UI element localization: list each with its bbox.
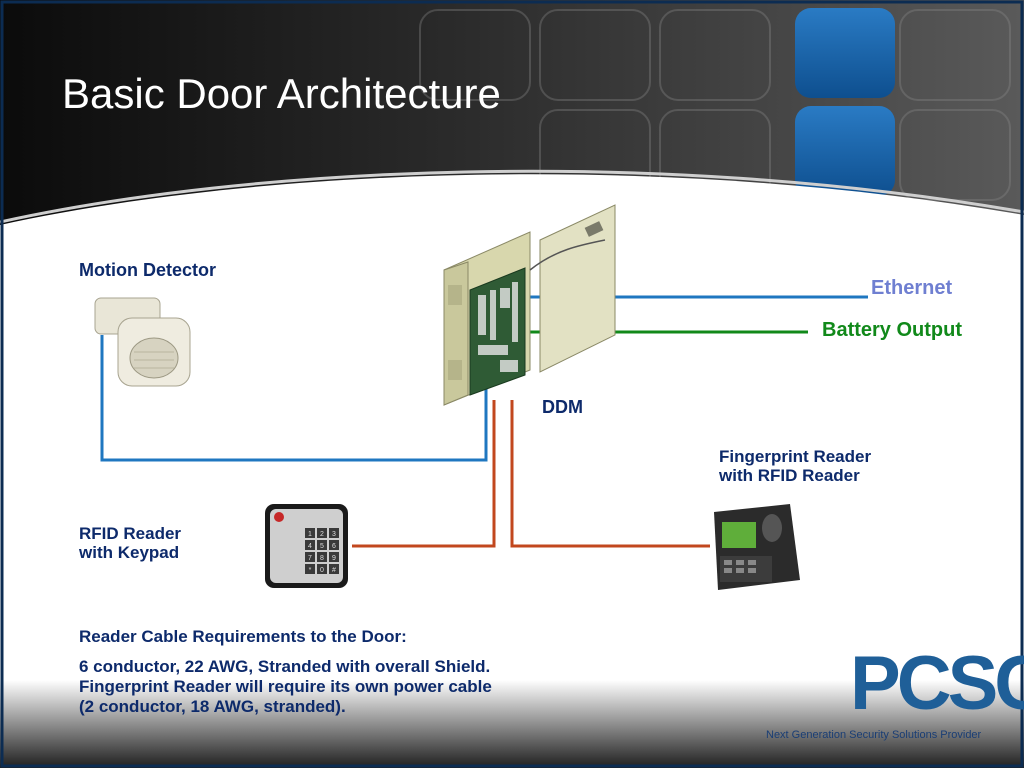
keypad-key-label: 6 (332, 543, 336, 550)
motion-detector-label: Motion Detector (79, 260, 216, 280)
keypad-key (329, 552, 339, 562)
rfid-keypad-reader: 1 2 3 4 5 6 7 8 9 * 0 # (265, 504, 348, 588)
keypad-key-label: * (309, 567, 312, 574)
keypad-key (317, 540, 327, 550)
keypad: 1 2 3 4 5 6 7 8 9 * 0 # (305, 528, 339, 574)
rfid-label-line2: with Keypad (79, 543, 180, 562)
rfid-reader-cable (352, 400, 496, 548)
keypad-key-label: 3 (332, 531, 336, 538)
keypad-key-label: # (332, 567, 336, 574)
keypad-key-label: 2 (320, 531, 324, 538)
keypad-key-label: 1 (308, 531, 312, 538)
keypad-key (317, 528, 327, 538)
keypad-key (305, 552, 315, 562)
fingerprint-reader-cable (510, 400, 710, 548)
brand-tagline: Next Generation Security Solutions Provi… (766, 729, 982, 741)
cable-requirements-line3: (2 conductor, 18 AWG, stranded). (79, 697, 346, 716)
pcsc-logo: PCSC (850, 641, 1024, 726)
keypad-key (329, 564, 339, 574)
keypad-key (305, 528, 315, 538)
keypad-key (305, 540, 315, 550)
keypad-key-label: 9 (332, 555, 336, 562)
cable-requirements-line2: Fingerprint Reader will require its own … (79, 677, 492, 696)
keypad-key-label: 7 (308, 555, 312, 562)
keypad-key (317, 552, 327, 562)
keypad-key-label: 4 (308, 543, 312, 550)
keypad-key (329, 528, 339, 538)
keypad-key-label: 8 (320, 555, 324, 562)
keypad-key-label: 0 (320, 567, 324, 574)
ddm-label: DDM (542, 397, 583, 417)
motion-detector (94, 297, 191, 387)
keypad-key-label: 5 (320, 543, 324, 550)
fingerprint-label-line2: with RFID Reader (719, 466, 860, 485)
keypad-key (329, 540, 339, 550)
ethernet-label: Ethernet (871, 277, 953, 299)
slide-title: Basic Door Architecture (62, 70, 501, 117)
fingerprint-reader (714, 504, 800, 590)
cable-requirements-line1: 6 conductor, 22 AWG, Stranded with overa… (79, 657, 491, 676)
keypad-key (305, 564, 315, 574)
cable-requirements-heading: Reader Cable Requirements to the Door: (79, 627, 407, 646)
keypad-key (317, 564, 327, 574)
fingerprint-label-line1: Fingerprint Reader (719, 447, 872, 466)
ddm-panel (443, 204, 616, 406)
battery-output-label: Battery Output (822, 319, 962, 341)
rfid-label-line1: RFID Reader (79, 524, 182, 543)
